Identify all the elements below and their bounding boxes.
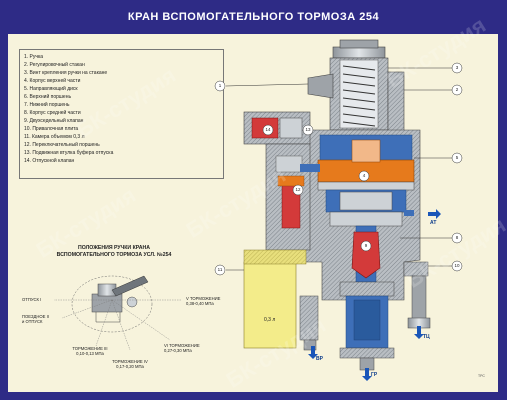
leader-lines [225,67,452,271]
pos-release: ОТПУСК I [22,297,42,302]
flow-arrows [308,209,441,381]
legend-item: 11. Камера объемом 0,3 л [24,134,85,140]
port-at: АТ [430,220,437,226]
pos-brake-vi-2: 0,27-0,30 МПа [164,348,192,353]
pos-brake-vi-1: VI ТОРМОЖЕНИЕ [164,343,200,348]
legend-item: 9. Двухседельный клапан [24,118,84,124]
lever-handle [307,73,334,99]
callout-markers [214,62,463,276]
legend-item: 3. Винт крепления ручки на стакане [24,70,108,76]
callout-1: 1 [218,83,222,88]
port-tc: ТЦ [423,334,430,340]
double-seat-valve [351,231,381,279]
legend-item: 6. Верхний поршень [24,94,72,100]
callout-4: 4 [362,173,366,178]
pos-brake-iii-1: ТОРМОЖЕНИЕ III [72,346,108,351]
legend-item: 7. Нижний поршень [24,102,70,108]
positions-title-line1: ПОЛОЖЕНИЯ РУЧКИ КРАНА [77,245,151,251]
callout-9: 9 [364,243,368,248]
legend-item: 1. Ручка [24,54,44,60]
callout-10: 10 [454,263,460,268]
pos-brake-iii-2: 0,10-0,13 МПа [76,351,104,356]
pos-driving-2: и ОТПУСК [22,319,43,324]
port-gr: ГР [371,372,378,378]
pos-brake-iv-2: 0,17-0,20 МПа [116,364,144,369]
parts-legend: 1. Ручка 2. Регулировочный стакан 3. Вин… [19,49,224,179]
legend-item: 10. Привалочная плита [24,126,79,132]
callout-12: 12 [295,187,301,192]
port-vr: ВР [316,356,323,362]
callout-14: 14 [265,127,271,132]
poster-code: ТРС [478,374,485,378]
pos-brake-v-2: 0,38-0,40 МПа [186,301,214,306]
callout-13: 13 [305,127,311,132]
legend-item: 2. Регулировочный стакан [24,62,85,68]
pos-brake-v-1: V ТОРМОЖЕНИЕ [186,296,221,301]
poster-title: КРАН ВСПОМОГАТЕЛЬНОГО ТОРМОЗА 254 [127,11,380,23]
valve-body [243,39,431,371]
callout-11: 11 [217,267,223,272]
callout-8: 8 [455,235,459,240]
legend-item: 8. Корпус средней части [24,110,81,116]
callout-2: 2 [455,87,459,92]
chamber-volume-label: 0,3 л [264,317,276,323]
legend-item: 13. Подвижная втулка буфера отпуска [24,150,114,156]
pos-brake-iv-1: ТОРМОЖЕНИЕ IV [112,359,148,364]
regulating-spring [342,65,376,127]
callout-5: 5 [455,155,459,160]
legend-item: 12. Переключательный поршень [24,142,100,148]
legend-item: 5. Направляющий диск [24,86,78,92]
legend-item: 4. Корпус верхней части [24,78,81,84]
pos-driving-1: ПОЕЗДНОЕ II [22,314,49,319]
chamber-0-3l [243,261,297,349]
positions-title-line2: ВСПОМОГАТЕЛЬНОГО ТОРМОЗА УСЛ. №254 [56,252,172,258]
handle-positions-sketch [54,275,182,351]
callout-3: 3 [455,65,459,70]
legend-item: 14. Отпускной клапан [24,158,75,164]
